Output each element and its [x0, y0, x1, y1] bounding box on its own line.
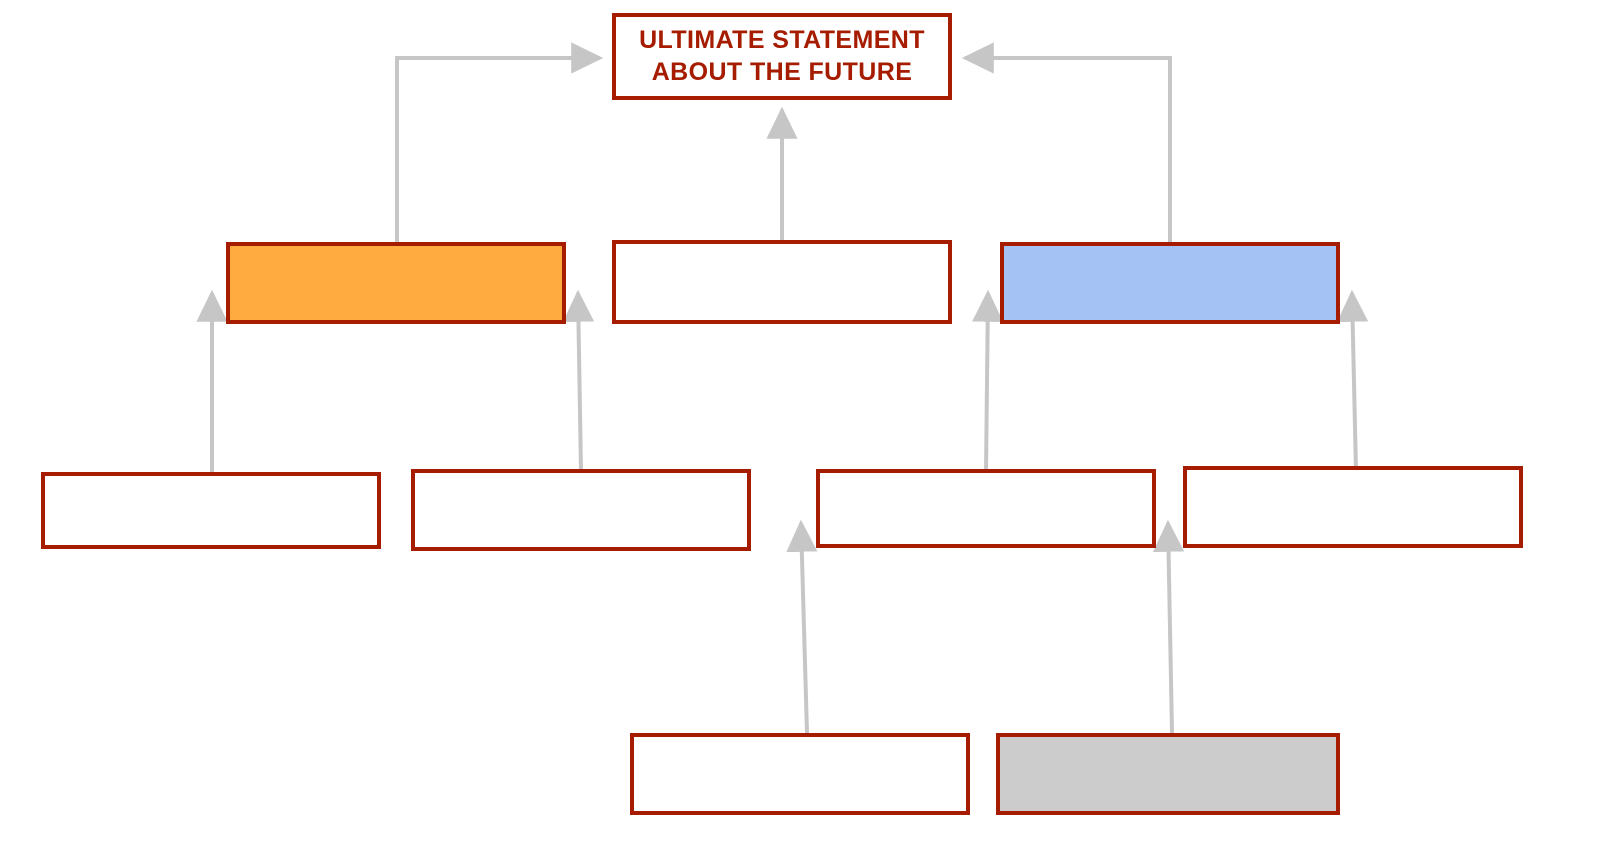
node-ultimate-statement-label: ULTIMATE STATEMENT ABOUT THE FUTURE: [639, 26, 925, 86]
node-row3-box-2[interactable]: [411, 469, 751, 551]
connector-orange-to-ultimate: [395, 42, 604, 242]
connector-row4-gray-to-row3-3: [1152, 519, 1185, 734]
node-row4-box-gray[interactable]: [996, 733, 1340, 815]
node-row2-right-blue[interactable]: [1000, 242, 1340, 324]
node-row3-box-1[interactable]: [41, 472, 381, 549]
connector-row3-4-to-blue: [1337, 289, 1369, 473]
connector-row3-3-to-blue: [972, 289, 1004, 473]
node-row2-left-orange[interactable]: [226, 242, 566, 324]
connector-row3-2-to-orange: [562, 289, 595, 473]
connector-blue-to-ultimate: [961, 42, 1172, 242]
connector-row4-white-to-row3-3: [786, 519, 818, 734]
node-ultimate-statement[interactable]: ULTIMATE STATEMENT ABOUT THE FUTURE: [612, 13, 952, 100]
node-row3-box-3[interactable]: [816, 469, 1156, 548]
node-row3-box-4[interactable]: [1183, 466, 1523, 548]
node-row4-box-white[interactable]: [630, 733, 970, 815]
node-row2-center-white[interactable]: [612, 240, 952, 324]
